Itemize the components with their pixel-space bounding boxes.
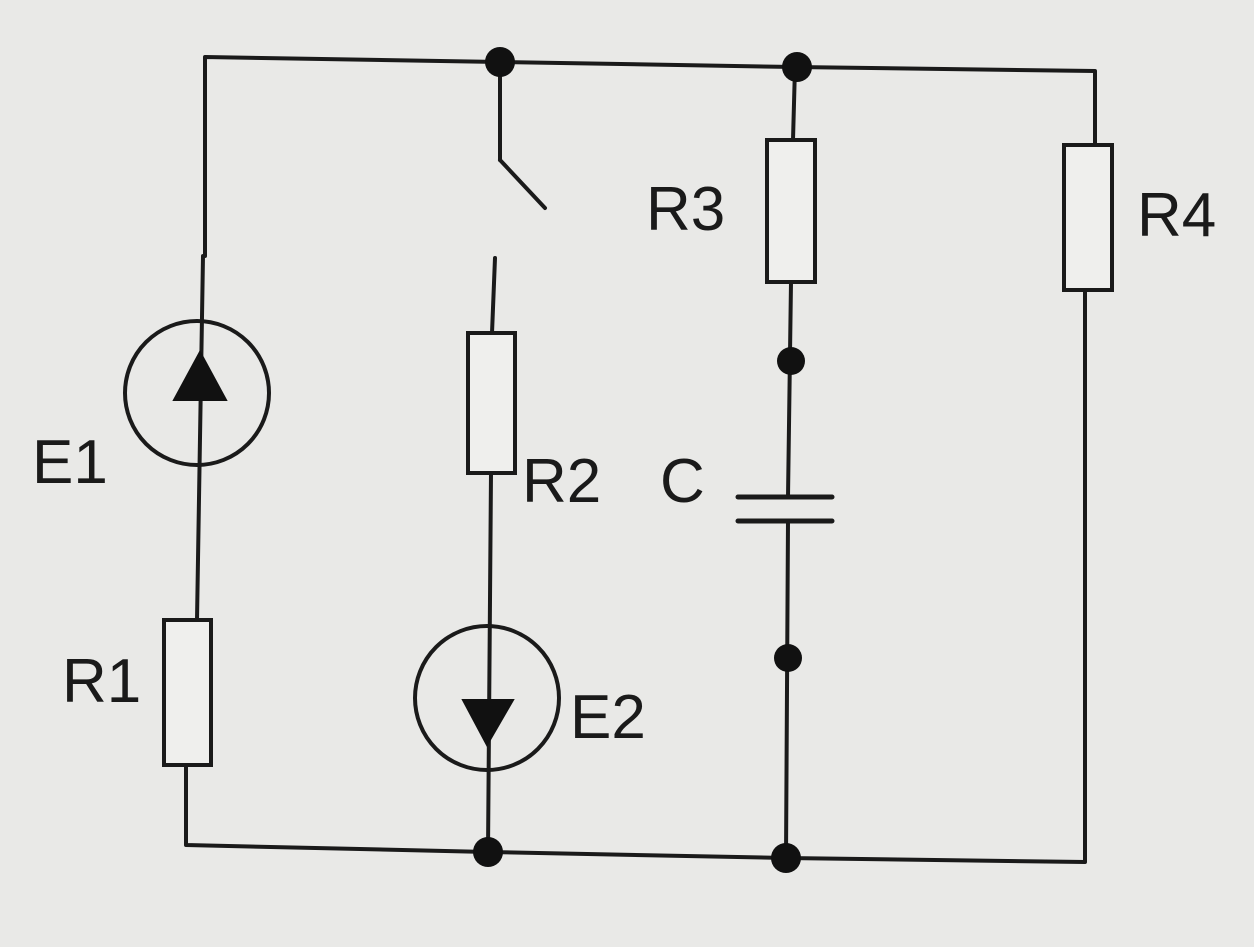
label-r1: R1 bbox=[62, 647, 141, 716]
voltage-source-e2 bbox=[413, 624, 561, 772]
resistor-r2 bbox=[466, 331, 517, 475]
label-r4: R4 bbox=[1137, 181, 1216, 250]
branch-2 bbox=[413, 60, 561, 854]
branch-4 bbox=[1062, 143, 1114, 292]
branch-1 bbox=[123, 254, 271, 767]
e1-arrow-up-icon bbox=[172, 349, 228, 401]
node-bottom-left bbox=[473, 837, 503, 867]
node-top-left bbox=[485, 47, 515, 77]
bottom-bus-wire bbox=[184, 288, 1087, 864]
label-e2: E2 bbox=[570, 683, 646, 752]
label-c: C bbox=[660, 447, 705, 516]
voltage-source-e1 bbox=[123, 319, 271, 467]
label-r3: R3 bbox=[646, 175, 725, 244]
resistor-r3 bbox=[765, 138, 817, 284]
resistor-r1 bbox=[162, 618, 213, 767]
node-c-lower bbox=[774, 644, 802, 672]
capacitor-c bbox=[735, 494, 835, 524]
e2-arrow-down-icon bbox=[461, 699, 515, 748]
node-bottom-right bbox=[771, 843, 801, 873]
switch-blade bbox=[498, 158, 547, 210]
branch-3 bbox=[735, 65, 835, 860]
label-e1: E1 bbox=[32, 428, 108, 497]
label-r2: R2 bbox=[522, 447, 601, 516]
top-bus-wire bbox=[203, 55, 1097, 258]
resistor-r4 bbox=[1062, 143, 1114, 292]
node-r3-c bbox=[777, 347, 805, 375]
node-top-right bbox=[782, 52, 812, 82]
